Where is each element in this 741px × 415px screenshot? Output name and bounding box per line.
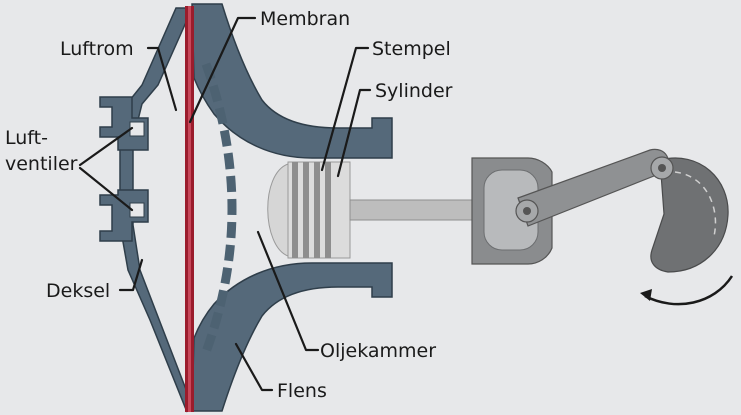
leader-stempel <box>320 46 370 172</box>
membrane-highlight <box>188 6 191 412</box>
label-membran: Membran <box>260 8 350 30</box>
membrane <box>185 6 194 412</box>
housing <box>191 3 393 412</box>
leader-deksel <box>118 258 144 292</box>
lower-valve-insert <box>129 202 145 218</box>
label-luftventiler-line1: Luft- <box>5 127 48 149</box>
lid <box>99 7 188 413</box>
leader-membran <box>188 16 257 124</box>
label-luftrom: Luftrom <box>60 38 134 60</box>
piston-dome <box>267 163 289 257</box>
label-luftventiler-line2: ventiler <box>5 153 78 175</box>
crank-pin-center <box>658 164 666 172</box>
crank-mechanism <box>471 148 729 273</box>
piston-rod <box>349 199 473 221</box>
leader-luftventiler-1 <box>78 126 134 167</box>
lower-flange <box>191 262 393 412</box>
leader-luftrom <box>146 46 178 112</box>
label-flens: Flens <box>277 380 327 402</box>
leader-oljekammer <box>256 230 320 352</box>
leader-flens <box>234 342 274 392</box>
curved-arrow-icon <box>640 275 734 306</box>
label-sylinder: Sylinder <box>375 80 453 102</box>
labels: Membran Luftrom Stempel Sylinder Luft- v… <box>5 8 453 402</box>
crank-disc <box>650 157 729 273</box>
crosshead-pin-center <box>523 207 531 215</box>
piston-rings <box>292 162 331 258</box>
oil-chamber-dashes <box>201 62 237 354</box>
piston <box>267 161 473 259</box>
label-oljekammer: Oljekammer <box>320 340 436 362</box>
label-deksel: Deksel <box>46 280 110 302</box>
leader-lines <box>78 16 372 392</box>
label-stempel: Stempel <box>372 38 451 60</box>
upper-flange <box>191 3 393 159</box>
leader-sylinder <box>336 88 372 178</box>
leader-luftventiler-2 <box>78 166 134 212</box>
